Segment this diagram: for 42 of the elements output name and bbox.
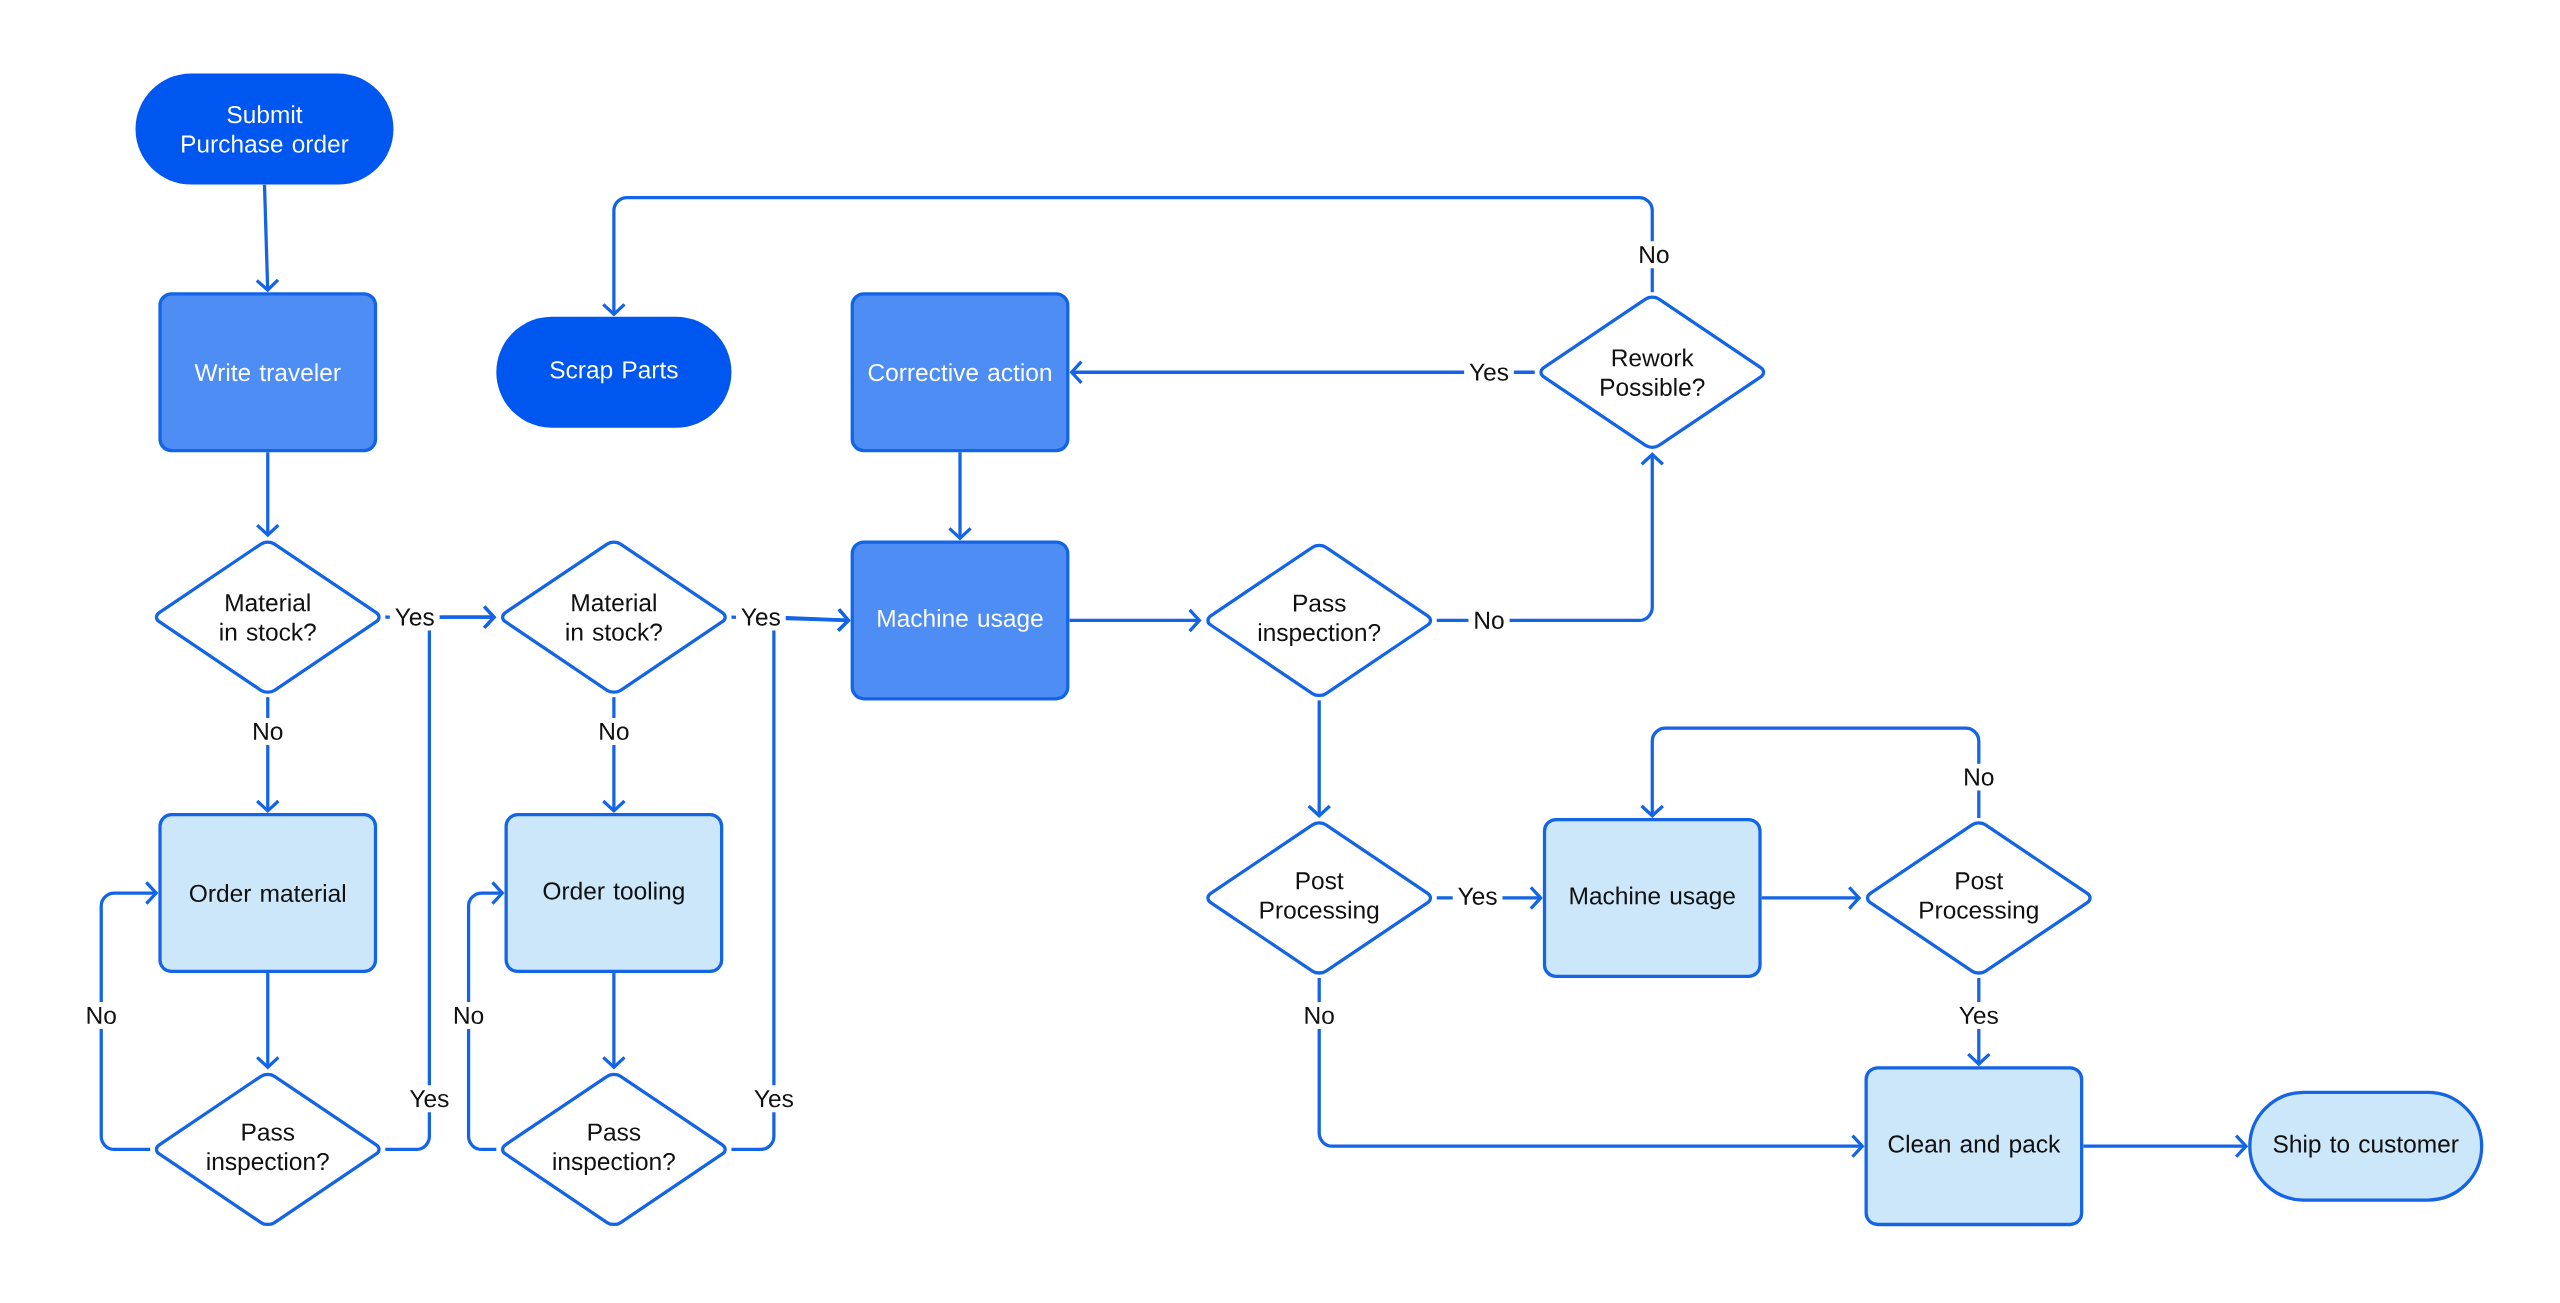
- arrow: [602, 973, 626, 1070]
- edge-label: Yes: [735, 603, 786, 631]
- edge-label: No: [1298, 1002, 1340, 1030]
- arrow: [385, 605, 497, 1152]
- edge-label: No: [1468, 607, 1510, 634]
- edge-label: No: [593, 718, 635, 745]
- arrow: [948, 452, 972, 541]
- edge-label: Yes: [404, 1085, 455, 1113]
- process-box: Machine usage: [850, 540, 1070, 701]
- process-box: Order tooling: [504, 813, 724, 974]
- edge-label: Yes: [1452, 882, 1503, 910]
- process-box: Machine usage: [1542, 818, 1762, 979]
- arrow: [256, 452, 280, 538]
- arrow: [256, 973, 280, 1070]
- arrow: [602, 196, 1654, 317]
- edge-label: Yes: [1464, 358, 1514, 386]
- edge-label: No: [1633, 241, 1675, 269]
- process-box: Write traveler: [158, 292, 378, 453]
- edge-label: Yes: [389, 603, 440, 631]
- arrow: [1307, 700, 1331, 819]
- edge-label: No: [247, 718, 289, 745]
- process-box: Corrective action: [850, 292, 1070, 453]
- terminal-pill: Scrap Parts: [496, 316, 732, 428]
- arrow: [1069, 608, 1202, 633]
- arrow: [731, 608, 851, 1152]
- arrow: [1761, 886, 1862, 910]
- arrow: [1317, 978, 1865, 1158]
- arrow: [99, 881, 159, 1152]
- process-box: Clean and pack: [1864, 1066, 2084, 1227]
- arrow: [1436, 452, 1664, 623]
- terminal-pill: Ship to customer: [2248, 1090, 2484, 1202]
- edge-label: No: [80, 1002, 122, 1030]
- arrow: [2083, 1134, 2249, 1158]
- terminal-pill: Submit Purchase order: [135, 73, 394, 185]
- edge-label: Yes: [749, 1085, 799, 1113]
- edge-label: No: [1958, 763, 2000, 791]
- process-box: Order material: [158, 813, 378, 974]
- arrow: [255, 184, 280, 293]
- arrow: [1640, 726, 1981, 819]
- edge-label: No: [448, 1002, 490, 1030]
- arrow: [1069, 360, 1535, 385]
- edge-label: Yes: [1953, 1002, 2004, 1030]
